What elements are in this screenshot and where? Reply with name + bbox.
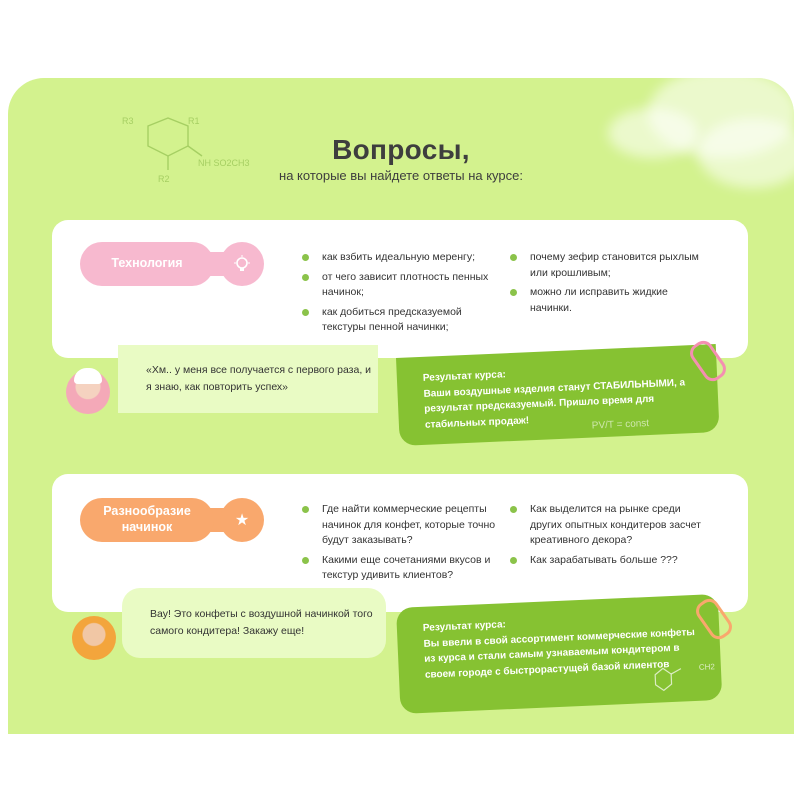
list-item: Где найти коммерческие рецепты начинок д… [302, 502, 502, 549]
page-title: Вопросы, [332, 134, 470, 165]
formula-doodle: PV/T = const [591, 417, 650, 432]
list-item: как добиться предсказуемой текстуры пенн… [302, 305, 502, 336]
tag-icon-circle: ★ [220, 498, 264, 542]
svg-text:R2: R2 [158, 174, 170, 184]
questions-list-right: Как выделится на рынке среди других опыт… [510, 502, 710, 572]
list-item: как взбить идеальную меренгу; [302, 250, 502, 266]
tag-fillings: Разнообразие начинок [80, 498, 214, 542]
tag-icon-circle [220, 242, 264, 286]
cloud-decoration [608, 108, 698, 158]
quote-text: Вау! Это конфеты с воздушной начинкой то… [150, 608, 373, 637]
star-icon: ★ [234, 512, 250, 529]
list-item: Как зарабатывать больше ??? [510, 553, 710, 569]
svg-text:R1: R1 [188, 116, 200, 126]
tag-technology: Технология [80, 242, 214, 286]
quote-text: «Хм.. у меня все получается с первого ра… [146, 364, 372, 393]
questions-list-left: Где найти коммерческие рецепты начинок д… [302, 502, 502, 588]
avatar [66, 368, 110, 414]
list-item: Какими еще сочетаниями вкусов и текстур … [302, 553, 502, 584]
chef-hat-icon [74, 368, 102, 384]
page-subtitle: на которые вы найдете ответы на курсе: [279, 168, 523, 183]
result-box: Результат курса: Ваши воздушные изделия … [396, 344, 720, 446]
formula-doodle: CH2 [698, 661, 716, 672]
testimonial-quote: Вау! Это конфеты с воздушной начинкой то… [122, 588, 386, 658]
svg-text:R3: R3 [122, 116, 134, 126]
questions-list-left: как взбить идеальную меренгу; от чего за… [302, 250, 502, 340]
list-item: почему зефир становится рыхлым или крошл… [510, 250, 710, 281]
avatar [72, 616, 116, 660]
result-box: Результат курса: Вы ввели в свой ассорти… [396, 593, 723, 714]
svg-text:NH SO2CH3: NH SO2CH3 [198, 158, 250, 168]
cloud-decoration [698, 118, 794, 188]
lightbulb-icon [220, 242, 264, 286]
list-item: Как выделится на рынке среди других опыт… [510, 502, 710, 549]
testimonial-quote: «Хм.. у меня все получается с первого ра… [118, 345, 378, 413]
list-item: можно ли исправить жидкие начинки. [510, 285, 710, 316]
main-panel: R3 R1 R2 NH SO2CH3 Вопросы, на которые в… [8, 78, 794, 734]
chemical-formula-icon: R3 R1 R2 NH SO2CH3 [122, 116, 250, 184]
benzene-doodle-icon [654, 667, 682, 692]
questions-list-right: почему зефир становится рыхлым или крошл… [510, 250, 710, 320]
list-item: от чего зависит плотность пенных начинок… [302, 270, 502, 301]
